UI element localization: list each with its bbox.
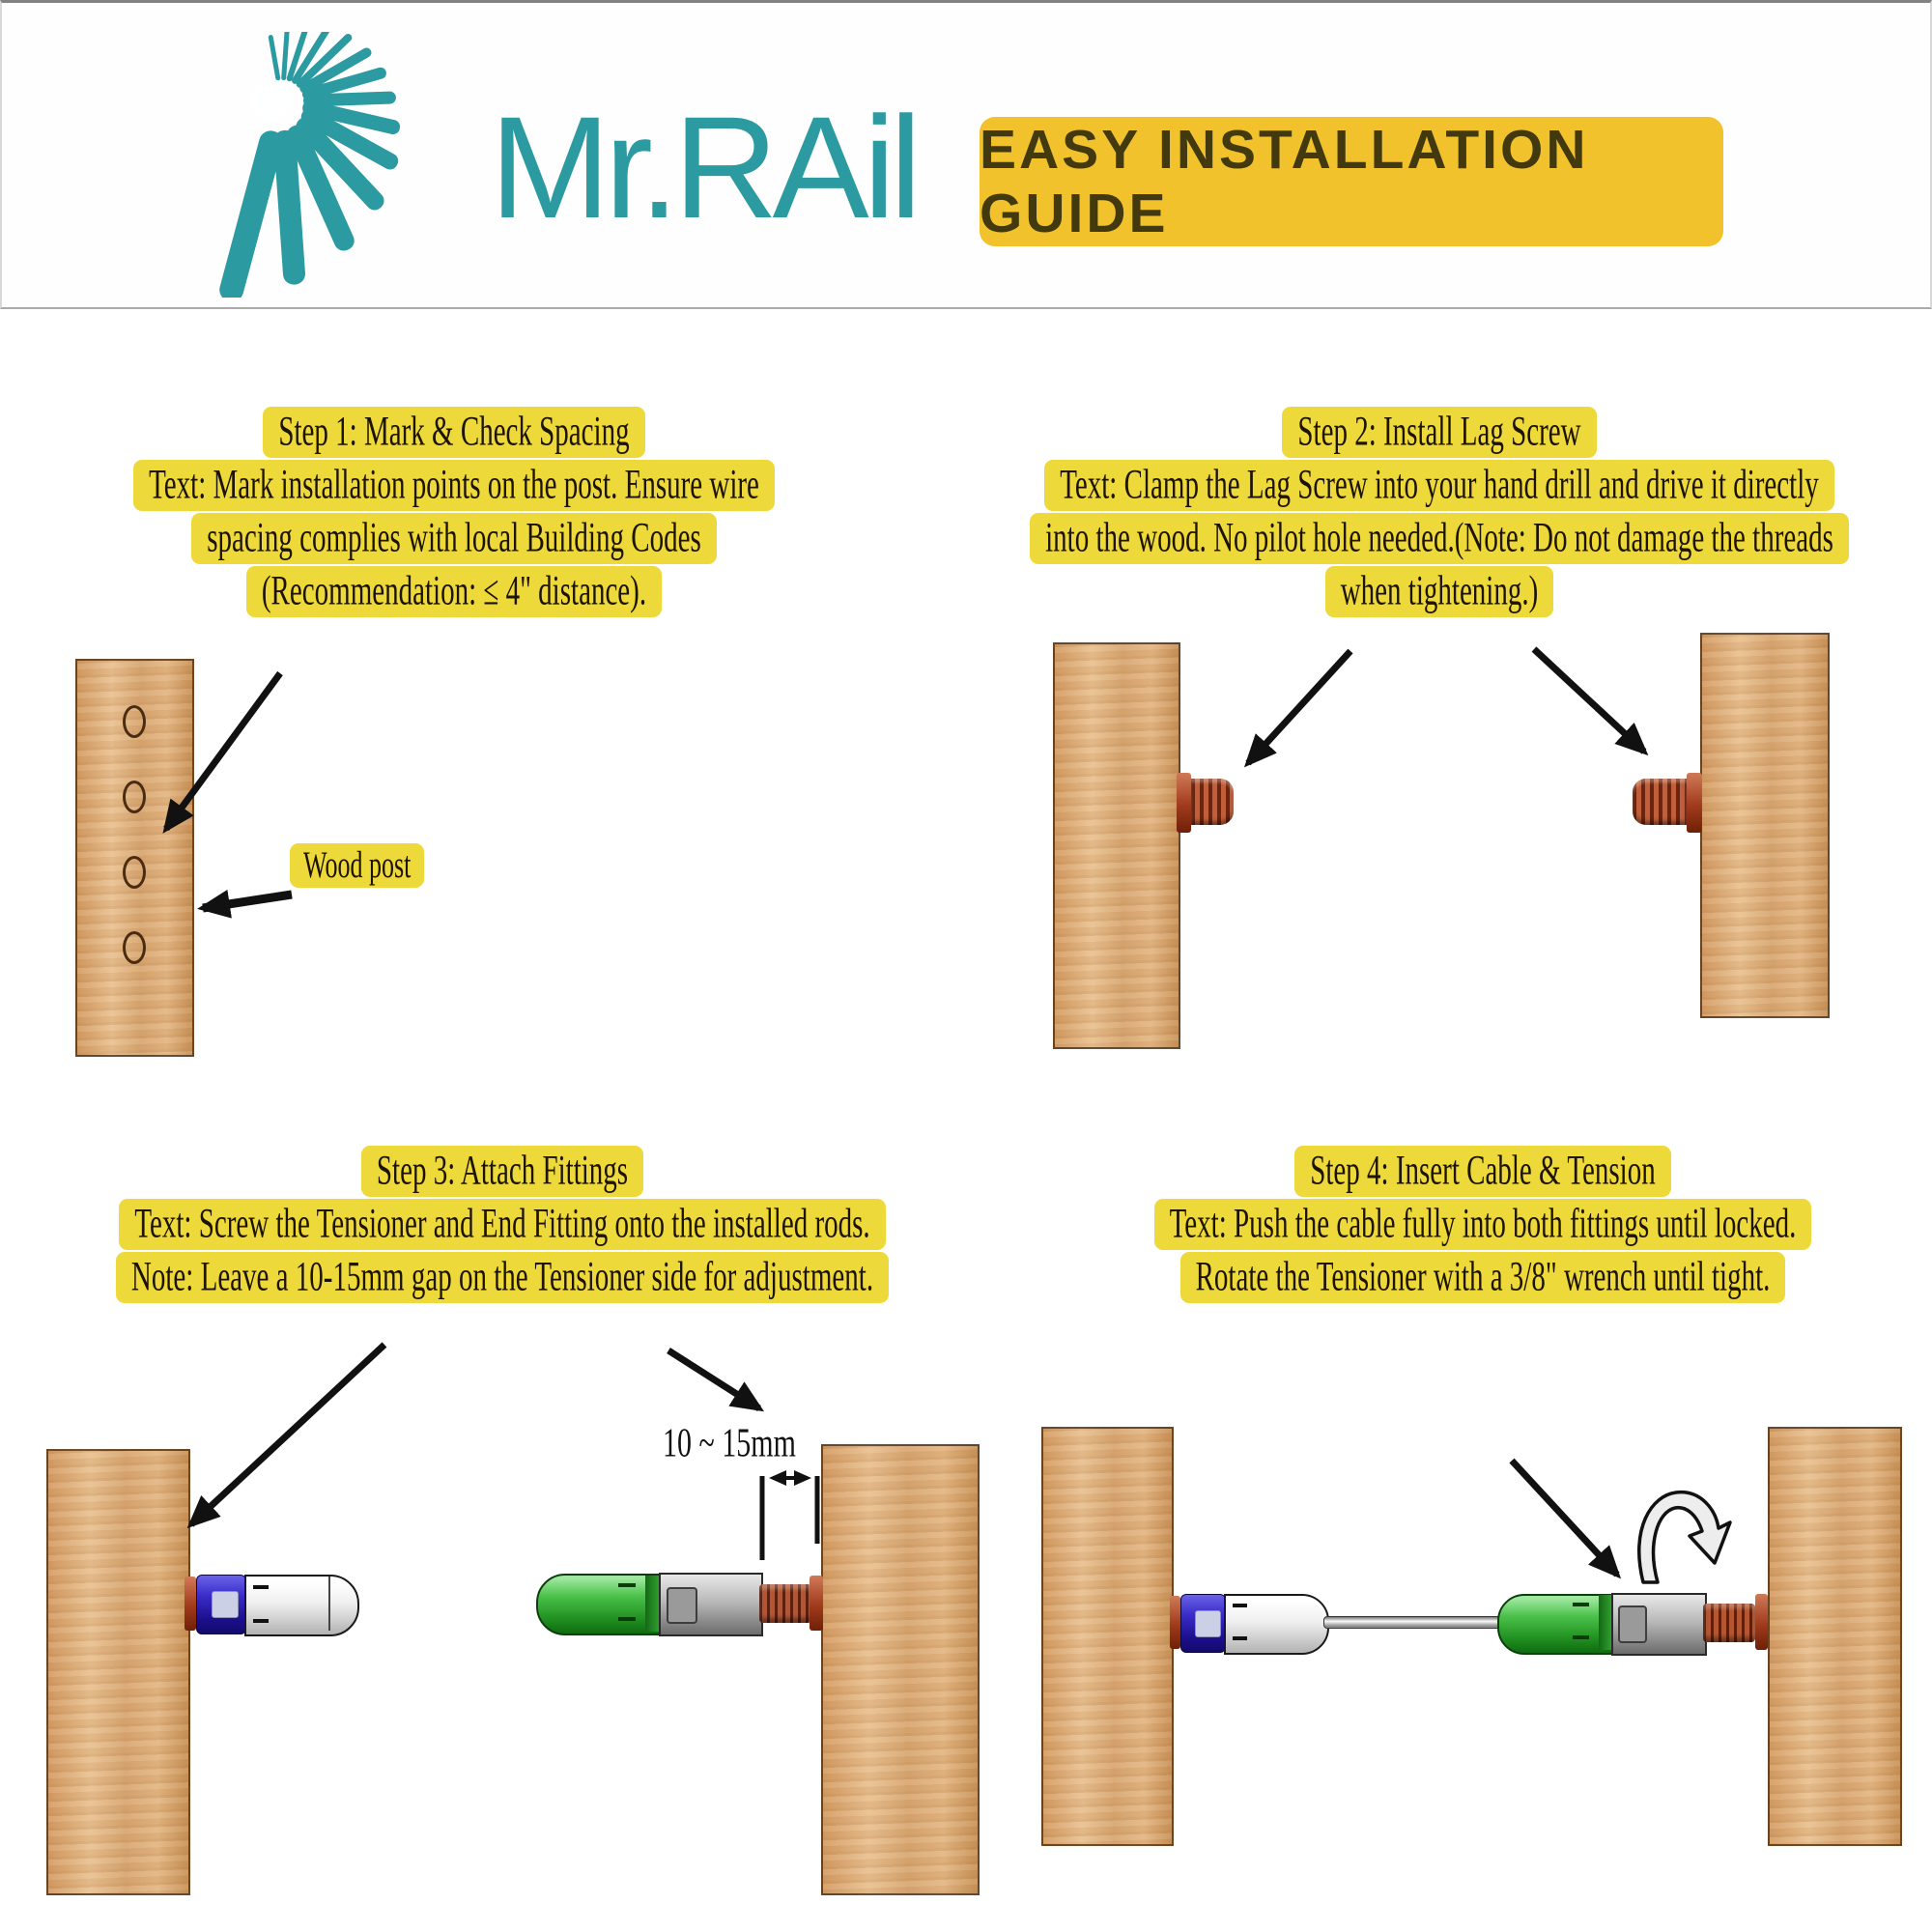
- step3-end-fitting-tick-bottom: [253, 1619, 269, 1623]
- step1-line3: spacing complies with local Building Cod…: [191, 513, 717, 564]
- step4-title: Step 4: Insert Cable & Tension: [1294, 1146, 1671, 1197]
- wood-post-label: Wood post: [290, 842, 425, 889]
- step2-right-lag-screw: [1633, 779, 1687, 825]
- step3-title: Step 3: Attach Fittings: [360, 1146, 644, 1197]
- step2-line4: when tightening.): [1324, 566, 1554, 617]
- step4-right-post: [1768, 1427, 1902, 1846]
- gap-dimension-label: 10 ~ 15mm: [663, 1421, 796, 1466]
- step4-left-post: [1041, 1427, 1174, 1846]
- step3-tensioner-window: [667, 1587, 697, 1624]
- step1-mark-3: [123, 856, 146, 889]
- gap-dimension-bracket: [759, 1470, 820, 1560]
- step3-tensioner-gray: [659, 1573, 763, 1636]
- step4-end-fitting-collar: [1170, 1596, 1180, 1649]
- step1-title: Step 1: Mark & Check Spacing: [263, 407, 645, 458]
- step2-right-lag-screw-collar: [1687, 773, 1702, 833]
- step2-line3: into the wood. No pilot hole needed.(Not…: [1030, 513, 1849, 564]
- step1-mark-4: [123, 931, 146, 964]
- step3-arrow-gap-icon: [667, 1348, 765, 1412]
- step2-text-block: Step 2: Install Lag Screw Text: Clamp th…: [956, 406, 1922, 618]
- step4-tensioner-window: [1618, 1605, 1647, 1643]
- step2-left-lag-screw-collar: [1177, 773, 1191, 833]
- step2-right-post: [1700, 633, 1830, 1018]
- step4-line2: Text: Push the cable fully into both fit…: [1153, 1199, 1812, 1250]
- step3-text-block: Step 3: Attach Fittings Text: Screw the …: [48, 1145, 956, 1304]
- rotate-arrow-icon: [1637, 1491, 1732, 1584]
- step2-line2: Text: Clamp the Lag Screw into your hand…: [1044, 460, 1834, 511]
- step4-tensioner-tick-bottom: [1573, 1635, 1589, 1639]
- step1-text-block: Step 1: Mark & Check Spacing Text: Mark …: [39, 406, 869, 618]
- step4-end-fitting-tick-bottom: [1233, 1636, 1247, 1640]
- step4-tensioner-ridge: [1599, 1595, 1611, 1650]
- step3-left-post: [46, 1449, 190, 1895]
- step4-end-fitting-tick-top: [1233, 1604, 1247, 1607]
- title-banner-text: EASY INSTALLATION GUIDE: [980, 119, 1589, 244]
- step1-line2: Text: Mark installation points on the po…: [133, 460, 775, 511]
- step3-tensioner-tick-bottom: [618, 1617, 636, 1621]
- step4-arrow-tensioner-icon: [1509, 1458, 1622, 1579]
- step4-tensioner-tick-top: [1573, 1603, 1589, 1606]
- step4-line3: Rotate the Tensioner with a 3/8" wrench …: [1179, 1252, 1786, 1303]
- step3-end-fitting-tick-top: [253, 1585, 269, 1589]
- step1-mark-1: [123, 705, 146, 738]
- title-banner: EASY INSTALLATION GUIDE: [980, 117, 1723, 246]
- step1-line4: (Recommendation: ≤ 4" distance).: [245, 566, 663, 617]
- header: Mr.RAil EASY INSTALLATION GUIDE: [0, 0, 1932, 309]
- brand-logo-text: Mr.RAil: [490, 86, 922, 248]
- step1-mark-2: [123, 781, 146, 813]
- step3-end-fitting-capline: [328, 1577, 330, 1631]
- step2-arrow-left-icon: [1243, 648, 1353, 768]
- step4-threaded-rod: [1703, 1604, 1755, 1642]
- step3-rod-collar: [810, 1576, 823, 1631]
- step3-tensioner-green: [536, 1574, 663, 1635]
- step3-arrow-left-icon: [186, 1342, 387, 1529]
- step3-right-post: [821, 1444, 980, 1895]
- logo-fan-icon: [219, 32, 401, 298]
- step3-threaded-rod: [759, 1584, 811, 1623]
- step4-text-block: Step 4: Insert Cable & Tension Text: Pus…: [1101, 1145, 1864, 1304]
- step2-left-lag-screw: [1191, 779, 1234, 825]
- step2-arrow-right-icon: [1531, 646, 1649, 756]
- step3-line2: Text: Screw the Tensioner and End Fittin…: [119, 1199, 886, 1250]
- step3-end-fitting-collar: [185, 1577, 196, 1631]
- step2-left-post: [1053, 642, 1180, 1049]
- step4-tensioner-green: [1497, 1594, 1615, 1655]
- step3-tensioner-ridge: [645, 1576, 659, 1632]
- step4-cable: [1323, 1616, 1503, 1629]
- step3-tensioner-tick-top: [618, 1583, 636, 1587]
- step3-end-fitting-body: [244, 1575, 359, 1636]
- step3-line3: Note: Leave a 10-15mm gap on the Tension…: [115, 1252, 890, 1303]
- step4-rod-collar: [1755, 1594, 1768, 1650]
- step4-end-fitting-window: [1195, 1610, 1221, 1637]
- wood-post-label-arrow-icon: [197, 889, 293, 919]
- step2-title: Step 2: Install Lag Screw: [1282, 407, 1597, 458]
- step3-end-fitting-window: [212, 1591, 239, 1618]
